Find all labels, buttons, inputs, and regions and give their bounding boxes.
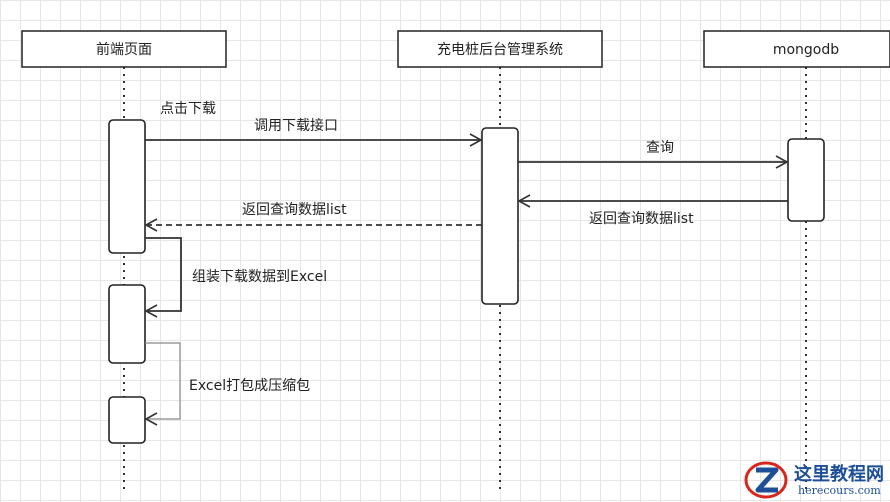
- participant-backend-label: 充电桩后台管理系统: [437, 41, 563, 58]
- return-list-backend-label: 返回查询数据list: [242, 202, 347, 218]
- zip-excel-arrow: [144, 342, 181, 426]
- site-logo-icon: [744, 461, 788, 499]
- watermark-url: herecours.com: [798, 484, 881, 497]
- participant-db: mongodb: [703, 30, 890, 68]
- backend-activation: [481, 127, 519, 305]
- call-download-api-label: 调用下载接口: [254, 117, 338, 134]
- db-activation: [787, 138, 825, 222]
- participant-frontend: 前端页面: [21, 30, 227, 68]
- query-label: 查询: [646, 140, 674, 156]
- participant-frontend-label: 前端页面: [96, 41, 152, 58]
- frontend-activation-3: [108, 396, 146, 444]
- watermark-title: 这里教程网: [794, 464, 884, 485]
- participant-db-label: mongodb: [773, 42, 839, 58]
- assemble-excel-arrow: [144, 237, 182, 318]
- participant-backend: 充电桩后台管理系统: [397, 30, 603, 68]
- frontend-activation-1: [108, 119, 146, 254]
- zip-excel-label: Excel打包成压缩包: [189, 377, 310, 394]
- frontend-activation-2: [108, 284, 146, 364]
- return-list-db-label: 返回查询数据list: [589, 211, 694, 227]
- site-watermark: 这里教程网 herecours.com: [742, 458, 890, 502]
- click-download-label: 点击下载: [160, 101, 216, 117]
- assemble-excel-label: 组装下载数据到Excel: [192, 269, 327, 285]
